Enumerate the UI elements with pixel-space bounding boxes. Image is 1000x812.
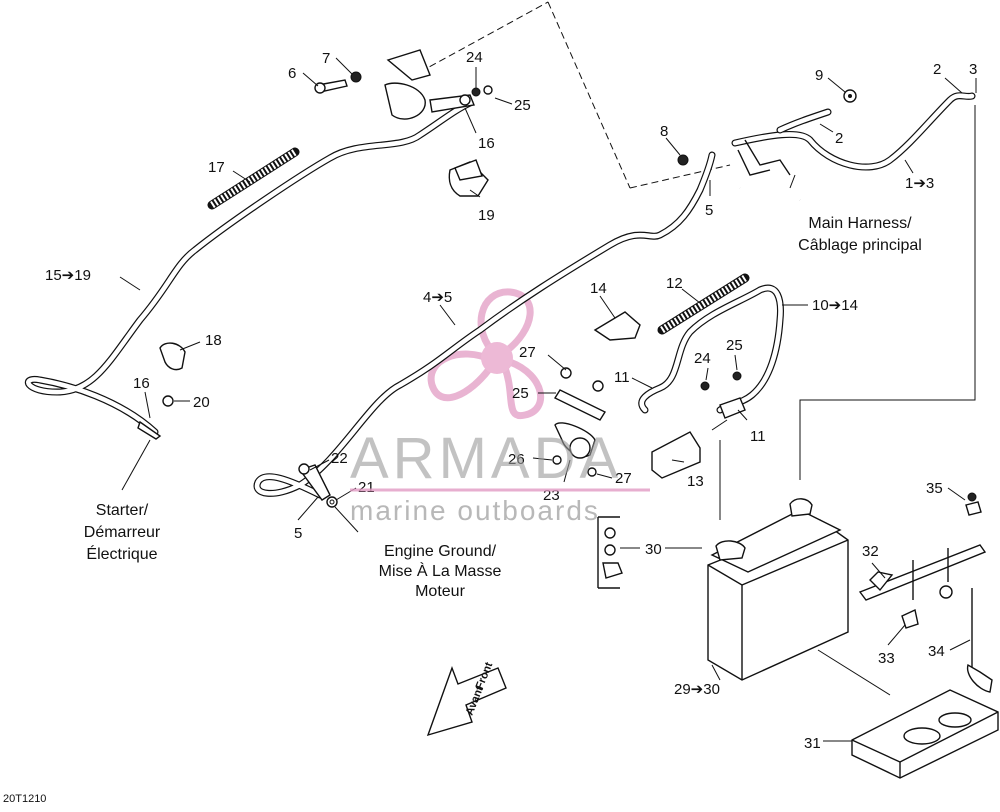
callout-15-19: 15➔19 — [45, 267, 91, 284]
ground-cable — [253, 151, 716, 499]
boot-18 — [159, 342, 186, 371]
caption-starter: Starter/ Démarreur Électrique — [84, 502, 161, 563]
caption-engine-ground-line3: Moteur — [415, 583, 465, 600]
caption-engine-ground-line2: Mise À La Masse — [379, 561, 502, 580]
bolt-6 — [314, 79, 348, 94]
cover-13 — [651, 431, 701, 479]
caption-starter-line2: Démarreur — [84, 524, 161, 541]
leader-lines — [119, 57, 977, 742]
callout-27-right: 27 — [615, 470, 632, 487]
callout-5-top: 5 — [705, 202, 713, 219]
callout-8: 8 — [660, 123, 668, 140]
battery — [707, 498, 849, 681]
callout-26: 25 — [512, 385, 529, 402]
callout-17: 17 — [208, 159, 225, 176]
callout-11-right: 11 — [750, 428, 766, 445]
callout-2-upper: 2 — [933, 61, 941, 78]
callout-25-right: 25 — [726, 337, 743, 354]
nut-20 — [162, 395, 174, 407]
sleeve-17 — [207, 147, 300, 210]
rubber-33 — [901, 608, 919, 629]
caption-main-harness: Main Harness/ Câblage principal — [798, 215, 922, 254]
callout-9: 9 — [815, 67, 823, 84]
nut-35 — [965, 492, 982, 516]
terminal-kit-30 — [597, 516, 623, 589]
callout-19: 19 — [478, 207, 495, 224]
nut-8 — [677, 154, 689, 166]
front-arrow-icon: Front Avant — [426, 660, 507, 737]
callout-35: 35 — [926, 480, 943, 497]
callout-6: 6 — [288, 65, 296, 82]
callout-7: 7 — [322, 50, 330, 67]
callout-2-lower: 2 — [835, 130, 843, 147]
callout-1-3: 1➔3 — [905, 175, 934, 192]
callout-13: 13 — [687, 473, 704, 490]
watermark-brand: ARMADA — [350, 426, 622, 491]
callout-3: 3 — [969, 61, 977, 78]
callout-24-top: 24 — [466, 49, 483, 66]
callout-22: 22 — [331, 450, 348, 467]
callout-32: 32 — [862, 543, 879, 560]
callout-16-top: 16 — [478, 135, 495, 152]
callout-20: 20 — [193, 394, 210, 411]
callout-27-left: 26 — [508, 451, 525, 468]
callout-33: 33 — [878, 650, 895, 667]
callout-14: 14 — [590, 280, 607, 297]
callout-21: 21 — [358, 479, 375, 496]
callout-24-right: 24 — [694, 350, 711, 367]
figure-code: 20T1210 — [3, 793, 46, 805]
battery-tray — [851, 689, 999, 779]
battery-cable — [638, 284, 784, 414]
propeller-logo-icon — [427, 288, 545, 420]
callout-25-top: 25 — [514, 97, 531, 114]
washer-21 — [326, 496, 338, 508]
washer-7 — [350, 71, 362, 83]
positive-cable — [731, 92, 976, 171]
solenoid-relay — [552, 367, 607, 477]
callout-29-30: 29➔30 — [674, 681, 720, 698]
starter-cable — [25, 99, 474, 440]
callout-18: 18 — [205, 332, 222, 349]
callout-5-bottom: 5 — [294, 525, 302, 542]
bolt-22 — [298, 463, 331, 501]
boot-19 — [448, 159, 489, 197]
callout-11-left: 11 — [614, 369, 630, 386]
callout-31: 31 — [804, 735, 821, 752]
sleeve-12 — [657, 273, 750, 335]
nut-24-top — [471, 85, 493, 97]
terminal-11 — [719, 397, 746, 419]
caption-starter-line1: Starter/ — [96, 502, 149, 519]
callout-16-left: 16 — [133, 375, 150, 392]
main-harness — [737, 139, 802, 204]
bracket-assembly — [384, 49, 475, 120]
washer-9 — [843, 89, 857, 103]
boot-14 — [593, 311, 641, 341]
hold-down-strap — [858, 544, 987, 601]
caption-main-harness-line2: Câblage principal — [798, 237, 922, 254]
watermark-tagline: marine outboards — [350, 495, 600, 526]
callout-34: 34 — [928, 643, 945, 660]
callout-10-14: 10➔14 — [812, 297, 858, 314]
callout-28: 27 — [519, 344, 536, 361]
callout-4-5: 4➔5 — [423, 289, 452, 306]
nut-24-right — [700, 371, 742, 391]
caption-starter-line3: Électrique — [86, 544, 157, 563]
callout-12: 12 — [666, 275, 683, 292]
caption-main-harness-line1: Main Harness/ — [808, 215, 912, 232]
caption-engine-ground: Engine Ground/ Mise À La Masse Moteur — [379, 543, 502, 600]
callout-labels: 6 7 24 25 16 19 17 15➔19 18 16 20 8 9 2 … — [45, 49, 977, 752]
watermark: ARMADA marine outboards — [350, 426, 650, 526]
callout-30: 30 — [645, 541, 662, 558]
caption-engine-ground-line1: Engine Ground/ — [384, 543, 497, 560]
rod-34 — [966, 588, 993, 693]
